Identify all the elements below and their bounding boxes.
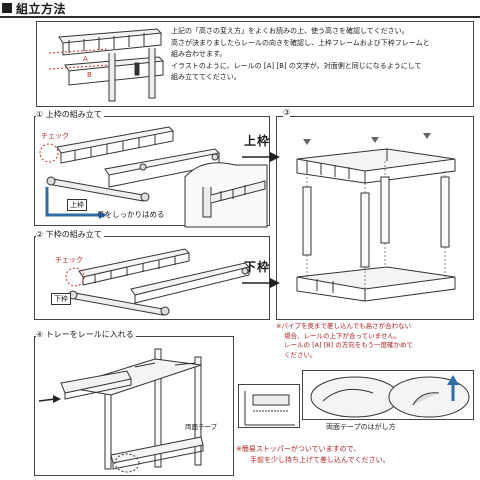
note-line: ください。 xyxy=(284,350,317,359)
peel-caption: 両面テープのはがし方 xyxy=(326,423,396,431)
step3-panel: ③ xyxy=(276,108,474,320)
step3-note: ※パイプを奥まで差し込んでも高さが合わない 場合、レールの上下が合っていません。… xyxy=(276,322,413,360)
step1-part-label: 上枠 xyxy=(67,199,87,211)
step4-label: ④ トレーをレールに入れる xyxy=(36,329,136,340)
step2-part-label: 下枠 xyxy=(51,293,71,305)
step2-check-label: チェック xyxy=(55,256,83,264)
peel-detail-panel xyxy=(302,370,474,420)
label-a: A xyxy=(83,55,88,63)
page-title: 組立方法 xyxy=(16,2,67,16)
step1-check-label: チェック xyxy=(41,132,69,140)
note-line: レールの [A] [B] の方向をもう一度確かめて xyxy=(284,341,414,349)
intro-line: 組み合わせます。 xyxy=(171,50,227,58)
intro-line: 組み立ててください。 xyxy=(171,73,241,81)
assembly-illustration xyxy=(296,133,456,302)
intro-line: 高さが決まりましたらレールの向きを確認し、上枠フレームおよび下枠フレームと xyxy=(171,38,430,47)
step2-panel: チェック 下枠 xyxy=(34,236,270,320)
label-b: B xyxy=(87,71,92,79)
lower-frame-illustration xyxy=(65,248,250,316)
lower-arrow-label: 下枠 xyxy=(244,260,271,274)
step3-number: ③ xyxy=(283,108,291,117)
step4-note: ※簡易ストッパーがついていますので、 手前を少し持ち上げて差し込んでください。 xyxy=(236,444,390,466)
upper-frame-illustration xyxy=(39,126,268,228)
step1-instruction: 爪をしっかりはめる xyxy=(97,210,165,219)
note-line: ※簡易ストッパーがついていますので、 xyxy=(236,445,361,453)
intro-text: 上記の「高さの変え方」をよくお読みの上、使う高さを確認してください。 高さが決ま… xyxy=(171,26,471,84)
tray-illustration xyxy=(38,348,204,473)
step4-tape-label: 両面テープ xyxy=(185,423,218,431)
peel-detail-illustration xyxy=(310,375,470,418)
upper-arrow-label: 上枠 xyxy=(244,134,271,148)
title-rule xyxy=(0,16,480,18)
note-line: 場合、レールの上下が合っていません。 xyxy=(284,331,401,340)
tape-detail-illustration xyxy=(244,391,295,426)
title-square-icon xyxy=(2,3,12,13)
intro-line: イラストのように、レールの [A] [B] の文字が、対面側と同じになるようにし… xyxy=(171,61,422,70)
intro-line: 上記の「高さの変え方」をよくお読みの上、使う高さを確認してください。 xyxy=(171,27,409,35)
rail-illustration-icon: A B xyxy=(48,28,165,102)
tape-detail-panel xyxy=(238,384,300,428)
step1-panel: チェック 上枠 爪をしっかりはめる xyxy=(34,116,270,228)
note-line: 手前を少し持ち上げて差し込んでください。 xyxy=(250,456,390,464)
note-line: ※パイプを奥まで差し込んでも高さが合わない xyxy=(276,322,412,330)
step4-panel: 両面テープ xyxy=(34,336,234,476)
intro-box: A B 上記の「高さの変え方」をよくお読みの上、使う高さを確認してください。 高… xyxy=(36,21,474,107)
step1-label: ① 上枠の組み立て xyxy=(36,109,104,120)
upper-arrow-icon xyxy=(242,152,280,162)
step2-label: ② 下枠の組み立て xyxy=(36,229,104,240)
section-header: 組立方法 xyxy=(0,0,480,18)
lower-arrow-icon xyxy=(242,278,280,288)
